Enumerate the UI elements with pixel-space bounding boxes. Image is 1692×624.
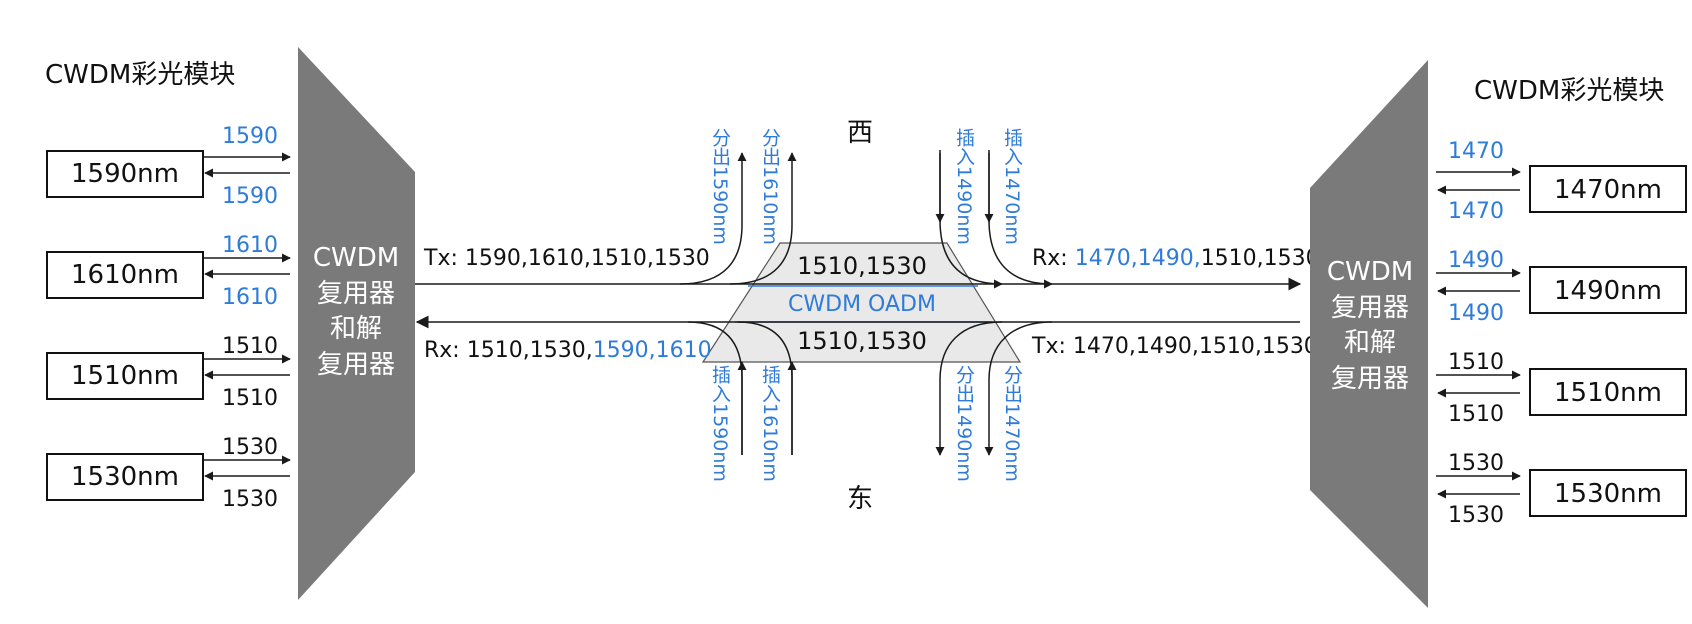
drop-1470-label: 分出1470nm xyxy=(1001,365,1023,482)
right-mux-demux xyxy=(1310,60,1428,608)
add-1470-path xyxy=(988,153,1053,289)
right-bottom-label-1490: 1490 xyxy=(1448,301,1504,326)
right-mux-line-3: 和解 xyxy=(1344,328,1396,358)
tx-left-label: Tx: 1590,1610,1510,1530 xyxy=(423,246,710,271)
add-1490-label: 插入1490nm xyxy=(953,128,975,245)
left-module-label-1610: 1610nm xyxy=(71,260,179,290)
left-module-label-1510: 1510nm xyxy=(71,361,179,391)
add-1490-path xyxy=(939,153,1003,289)
left-module-label-1530: 1530nm xyxy=(71,462,179,492)
oadm-name: CWDM OADM xyxy=(788,292,936,317)
left-rx-label-1610: 1610 xyxy=(222,285,278,310)
left-tx-label-1530: 1530 xyxy=(222,435,278,460)
right-module-label-1470: 1470nm xyxy=(1554,175,1662,205)
east-label: 东 xyxy=(847,484,873,514)
left-mux-demux xyxy=(298,47,415,600)
right-top-label-1530: 1530 xyxy=(1448,451,1504,476)
left-rx-label-1530: 1530 xyxy=(222,487,278,512)
right-bottom-label-1530: 1530 xyxy=(1448,503,1504,528)
drop-1610-path xyxy=(729,152,797,285)
right-module-label-1510: 1510nm xyxy=(1554,378,1662,408)
left-mux-line-1: CWDM xyxy=(313,243,399,273)
left-module-box-1610 xyxy=(46,251,204,299)
left-module-box-1530 xyxy=(46,453,204,501)
left-module-box-1590 xyxy=(46,150,204,198)
right-bottom-label-1470: 1470 xyxy=(1448,199,1504,224)
left-title: CWDM彩光模块 xyxy=(45,60,235,90)
right-module-label-1490: 1490nm xyxy=(1554,276,1662,306)
drop-1590-path xyxy=(679,152,747,285)
left-rx-label-1510: 1510 xyxy=(222,386,278,411)
rx-right-label: Rx: 1470,1490,1510,1530 xyxy=(1032,246,1320,271)
rx-left-label: Rx: 1510,1530,1590,1610 xyxy=(424,338,712,363)
right-top-label-1470: 1470 xyxy=(1448,139,1504,164)
drop-1490-label: 分出1490nm xyxy=(953,365,975,482)
drop-1490-path xyxy=(935,321,1003,456)
right-top-label-1490: 1490 xyxy=(1448,248,1504,273)
left-module-label-1590: 1590nm xyxy=(71,159,179,189)
right-module-box-1510 xyxy=(1529,368,1687,416)
left-tx-label-1590: 1590 xyxy=(222,124,278,149)
left-mux-line-2: 复用器 xyxy=(317,279,395,309)
left-mux-line-4: 复用器 xyxy=(317,350,395,380)
add-1590-label: 插入1590nm xyxy=(709,365,731,482)
add-1470-label: 插入1470nm xyxy=(1001,128,1023,245)
tx-right-label: Tx: 1470,1490,1510,1530 xyxy=(1031,334,1318,359)
right-module-label-1530: 1530nm xyxy=(1554,479,1662,509)
left-mux-line-3: 和解 xyxy=(330,314,382,344)
oadm-upper-pass: 1510,1530 xyxy=(797,252,927,280)
oadm-lower-pass: 1510,1530 xyxy=(797,327,927,355)
drop-1470-path xyxy=(984,321,1053,456)
right-module-box-1530 xyxy=(1529,469,1687,517)
right-module-box-1470 xyxy=(1529,165,1687,213)
left-tx-label-1610: 1610 xyxy=(222,233,278,258)
left-tx-label-1510: 1510 xyxy=(222,334,278,359)
drop-1590-label: 分出1590nm xyxy=(709,128,731,245)
right-mux-line-2: 复用器 xyxy=(1331,293,1409,323)
right-top-label-1510: 1510 xyxy=(1448,350,1504,375)
right-bottom-label-1510: 1510 xyxy=(1448,402,1504,427)
right-mux-line-4: 复用器 xyxy=(1331,364,1409,394)
left-module-box-1510 xyxy=(46,352,204,400)
right-module-box-1490 xyxy=(1529,266,1687,314)
right-mux-line-1: CWDM xyxy=(1327,257,1413,287)
drop-1610-label: 分出1610nm xyxy=(759,128,781,245)
west-label: 西 xyxy=(847,118,873,148)
add-1610-label: 插入1610nm xyxy=(759,365,781,482)
left-rx-label-1590: 1590 xyxy=(222,184,278,209)
right-title: CWDM彩光模块 xyxy=(1474,76,1664,106)
